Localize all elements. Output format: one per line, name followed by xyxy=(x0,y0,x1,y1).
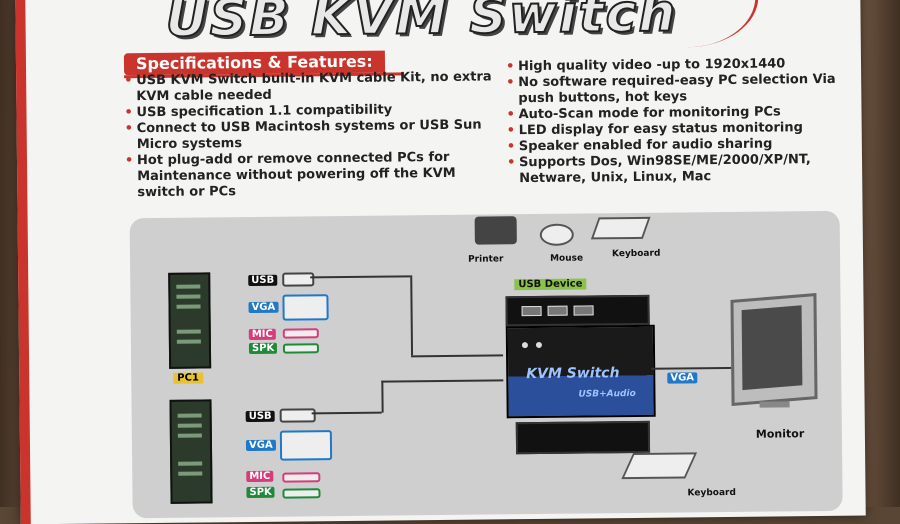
monitor-label: Monitor xyxy=(755,427,805,441)
pc2-spk-tag: SPK xyxy=(246,486,275,499)
feature-item: USB KVM Switch built-in KVM cable Kit, n… xyxy=(124,69,504,105)
pc2-usb-tag: USB xyxy=(245,410,275,423)
feature-item: No software required-easy PC selection V… xyxy=(506,72,836,107)
pc2-cable xyxy=(381,379,504,383)
pc2-cable xyxy=(311,411,382,415)
pc1-mic-tag: MIC xyxy=(248,328,276,341)
features-left-column: USB KVM Switch built-in KVM cable Kit, n… xyxy=(124,69,505,201)
connection-diagram: PC1 USB VGA MIC SPK USB VGA MIC SPK xyxy=(129,210,843,519)
pc2-usb-connector-icon xyxy=(279,408,316,423)
pc1-usb-tag: USB xyxy=(248,274,278,287)
usb-device-label: USB Device xyxy=(514,278,587,291)
pc2-tower xyxy=(169,399,213,504)
led-indicator xyxy=(521,342,528,349)
features-right-column: High quality video -up to 1920x1440 No s… xyxy=(506,56,837,187)
printer-icon xyxy=(474,216,517,245)
monitor-icon xyxy=(730,293,818,406)
pc1-tower xyxy=(168,272,212,369)
printer-label: Printer xyxy=(467,254,504,265)
pc1-spk-plug-icon xyxy=(282,343,320,354)
pc1-spk-tag: SPK xyxy=(248,342,278,355)
feature-item: Connect to USB Macintosh systems or USB … xyxy=(125,117,505,153)
bottom-keyboard-icon xyxy=(621,452,698,480)
pc1-usb-connector-icon xyxy=(282,272,315,287)
pc1-vga-connector-icon xyxy=(282,294,329,321)
product-box: USB KVM Switch Specifications & Features… xyxy=(15,0,866,524)
monitor-stand xyxy=(759,401,790,408)
kvm-front-ports xyxy=(515,420,651,455)
feature-item: Supports Dos, Win98SE/ME/2000/XP/NT, Net… xyxy=(507,152,837,187)
pc2-mic-plug-icon xyxy=(282,472,321,483)
vga-out-tag: VGA xyxy=(667,372,698,384)
keyboard-label: Keyboard xyxy=(611,248,661,260)
pc1-cable xyxy=(310,275,411,279)
pc1-cable xyxy=(410,275,414,356)
kvm-usb-audio-label: USB+Audio xyxy=(578,388,636,400)
pc1-vga-tag: VGA xyxy=(248,301,279,314)
pc2-mic-tag: MIC xyxy=(246,470,274,483)
bottom-keyboard-label: Keyboard xyxy=(687,487,736,499)
kvm-switch-unit: KVM Switch USB+Audio xyxy=(505,324,656,419)
kvm-rear-panel xyxy=(505,294,650,327)
kvm-switch-label: KVM Switch xyxy=(526,365,620,383)
pc1-mic-plug-icon xyxy=(282,328,319,339)
mouse-icon xyxy=(539,223,574,246)
pc2-vga-connector-icon xyxy=(279,430,333,461)
keyboard-icon xyxy=(590,216,651,240)
feature-item: Hot plug-add or remove connected PCs for… xyxy=(125,149,505,201)
pc1-cable xyxy=(411,354,504,358)
led-indicator xyxy=(535,341,542,349)
pc1-label: PC1 xyxy=(173,372,203,384)
pc2-cable xyxy=(381,380,384,413)
pc2-vga-tag: VGA xyxy=(245,439,276,452)
pc2-spk-plug-icon xyxy=(282,488,321,499)
mouse-label: Mouse xyxy=(549,253,584,264)
product-title: USB KVM Switch xyxy=(164,0,678,50)
